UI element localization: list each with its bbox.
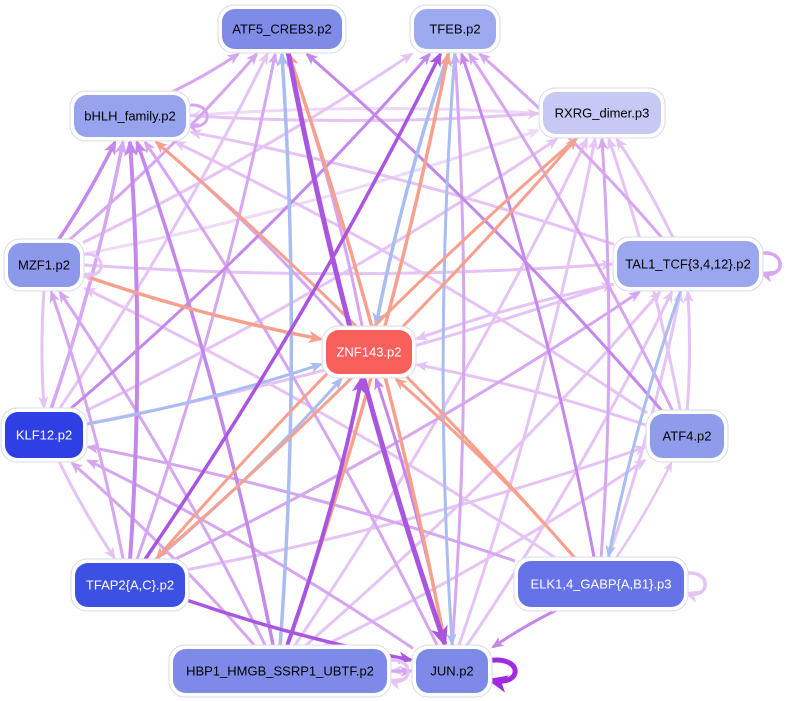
node-klf12[interactable]: KLF12.p2	[0, 407, 88, 463]
edge-elk-atf4	[615, 461, 673, 559]
edge-mzf1-bhlh	[56, 139, 117, 241]
edge-atf4-znf	[414, 361, 648, 427]
node-label-tfap2: TFAP2{A,C}.p2	[86, 578, 174, 593]
edge-jun-tal1	[465, 290, 674, 647]
edge-rxrg-bhlh	[188, 106, 541, 121]
edge-klf12-tfap2	[57, 460, 116, 560]
node-box	[173, 649, 387, 693]
node-tfap2[interactable]: TFAP2{A,C}.p2	[70, 558, 190, 612]
node-hbp1[interactable]: HBP1_HMGB_SSRP1_UBTF.p2	[168, 644, 392, 698]
edge-tal1-znf	[415, 282, 615, 341]
edge-jun-tfeb	[450, 51, 466, 647]
node-mzf1[interactable]: MZF1.p2	[3, 238, 85, 292]
edge-tfap2-mzf1	[49, 290, 125, 561]
edge-hbp1-mzf1	[58, 290, 267, 647]
node-bhlh[interactable]: bHLH_family.p2	[69, 90, 191, 142]
self-loop-hbp1	[385, 658, 410, 690]
edge-tfeb-jun	[441, 51, 457, 647]
edge-elk-mzf1	[83, 287, 557, 560]
node-label-rxrg: RXRG_dimer.p3	[555, 106, 650, 121]
edge-atf4-tal1	[683, 289, 694, 412]
node-label-atf4: ATF4.p2	[663, 429, 712, 444]
edge-klf12-rxrg	[85, 137, 559, 413]
node-box	[222, 9, 342, 49]
edge-atf4-tfeb	[468, 52, 675, 412]
node-box	[543, 92, 661, 134]
edge-mzf1-klf12	[38, 289, 49, 410]
node-tfeb[interactable]: TFEB.p2	[409, 4, 501, 54]
node-box	[326, 330, 412, 374]
edge-hbp1-tal1	[304, 290, 662, 648]
edge-hbp1-rxrg	[293, 137, 589, 647]
edge-elk-znf	[394, 377, 577, 559]
node-box	[518, 561, 684, 607]
edge-jun-rxrg	[457, 136, 599, 647]
edge-elk-tfeb	[459, 52, 596, 559]
edge-tal1-elk	[605, 289, 683, 559]
self-loop-mzf1	[78, 252, 103, 283]
node-box	[416, 649, 488, 693]
edge-tal1-rxrg	[615, 137, 675, 239]
edge-hbp1-bhlh	[135, 139, 275, 647]
node-tal1[interactable]: TAL1_TCF{3,4,12}.p2	[612, 236, 764, 292]
node-znf[interactable]: ZNF143.p2	[321, 325, 417, 379]
edge-mzf1-rxrg	[82, 128, 540, 256]
node-label-elk: ELK1,4_GABP{A,B1}.p3	[531, 577, 672, 592]
node-box	[617, 241, 759, 287]
node-box	[75, 563, 185, 607]
edge-tfeb-znf	[372, 51, 451, 328]
node-label-hbp1: HBP1_HMGB_SSRP1_UBTF.p2	[186, 664, 374, 679]
edge-mzf1-tfeb	[82, 52, 414, 244]
node-box	[650, 414, 724, 458]
self-loop-jun	[486, 657, 518, 693]
edge-elk-jun	[491, 608, 558, 649]
edge-tfap2-atf5	[135, 51, 279, 561]
node-label-znf: ZNF143.p2	[336, 345, 401, 360]
node-label-bhlh: bHLH_family.p2	[84, 109, 176, 124]
node-label-jun: JUN.p2	[430, 664, 473, 679]
node-atf4[interactable]: ATF4.p2	[645, 409, 729, 463]
edge-tfap2-tfeb	[143, 51, 442, 561]
node-label-tal1: TAL1_TCF{3,4,12}.p2	[625, 257, 751, 272]
edge-bhlh-atf5	[171, 52, 241, 94]
edge-tfap2-tal1	[172, 290, 642, 562]
node-box	[8, 243, 80, 287]
node-label-atf5: ATF5_CREB3.p2	[232, 22, 331, 37]
edge-mzf1-tal1	[82, 259, 615, 276]
edge-atf4-atf5	[305, 52, 664, 412]
self-loop-elk	[682, 571, 707, 603]
node-label-klf12: KLF12.p2	[16, 428, 72, 443]
edge-klf12-tfeb	[69, 52, 432, 411]
edge-jun-bhlh	[143, 140, 439, 647]
self-loop-bhlh	[184, 103, 209, 134]
edge-elk-rxrg	[597, 136, 611, 559]
edge-hbp1-znf	[285, 376, 366, 647]
node-label-mzf1: MZF1.p2	[18, 258, 70, 273]
node-elk[interactable]: ELK1,4_GABP{A,B1}.p3	[513, 556, 689, 612]
node-label-tfeb: TFEB.p2	[429, 22, 480, 37]
node-box	[414, 9, 496, 49]
node-jun[interactable]: JUN.p2	[411, 644, 493, 698]
edge-bhlh-rxrg	[188, 108, 541, 123]
self-loop-tal1	[757, 251, 782, 283]
edge-elk-klf12	[85, 443, 516, 563]
node-rxrg[interactable]: RXRG_dimer.p3	[538, 87, 666, 139]
edge-atf4-bhlh	[173, 140, 648, 415]
edge-tal1-bhlh	[188, 129, 615, 246]
edge-hbp1-atf4	[322, 459, 647, 648]
node-box	[74, 95, 186, 137]
edge-hbp1-atf5	[276, 51, 294, 647]
node-atf5[interactable]: ATF5_CREB3.p2	[217, 4, 347, 54]
node-box	[5, 412, 83, 458]
